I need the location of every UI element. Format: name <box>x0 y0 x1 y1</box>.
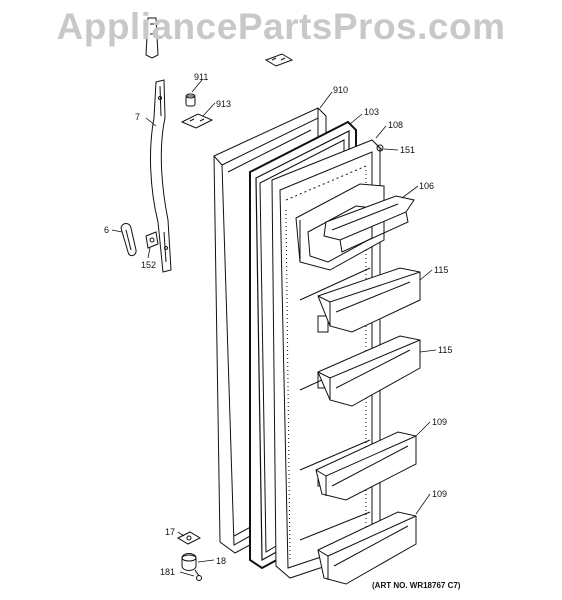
callout-109-lower: 109 <box>432 489 447 499</box>
top-hinge <box>145 17 159 59</box>
callout-115-upper: 115 <box>434 265 448 275</box>
handle-trim <box>120 223 137 257</box>
door-handle <box>150 79 172 273</box>
callout-151: 151 <box>400 145 415 155</box>
door-bin-upper <box>317 267 421 333</box>
dairy-door <box>323 195 415 253</box>
callout-7: 7 <box>135 112 140 122</box>
watermark-text: AppliancePartsPros.com <box>56 6 506 47</box>
callout-911: 911 <box>194 72 208 82</box>
callout-108: 108 <box>388 120 403 130</box>
door-bin-lower <box>317 335 421 407</box>
leader-lines <box>111 79 437 577</box>
screw-151 <box>376 144 384 152</box>
door-bin-109-lower <box>317 511 417 585</box>
callout-910: 910 <box>333 85 348 95</box>
callout-18: 18 <box>216 556 226 566</box>
callout-17: 17 <box>165 527 175 537</box>
callout-6: 6 <box>104 225 109 235</box>
mount-clip-152 <box>145 231 159 249</box>
callout-109-upper: 109 <box>432 417 447 427</box>
top-shim-pad <box>264 53 294 67</box>
callout-913: 913 <box>216 99 231 109</box>
callout-103: 103 <box>364 107 379 117</box>
callout-106: 106 <box>419 181 434 191</box>
bottom-hinge-assembly <box>176 531 202 581</box>
callout-181: 181 <box>160 567 175 577</box>
art-number: (ART NO. WR18767 C7) <box>372 581 461 590</box>
door-bin-109-upper <box>315 431 417 501</box>
bushing-911 <box>185 93 196 107</box>
callout-152: 152 <box>141 260 156 270</box>
callout-labels: 7 911 913 910 103 108 151 106 6 152 115 … <box>104 72 461 590</box>
hinge-pad-913 <box>180 113 214 129</box>
callout-115-lower: 115 <box>438 345 452 355</box>
